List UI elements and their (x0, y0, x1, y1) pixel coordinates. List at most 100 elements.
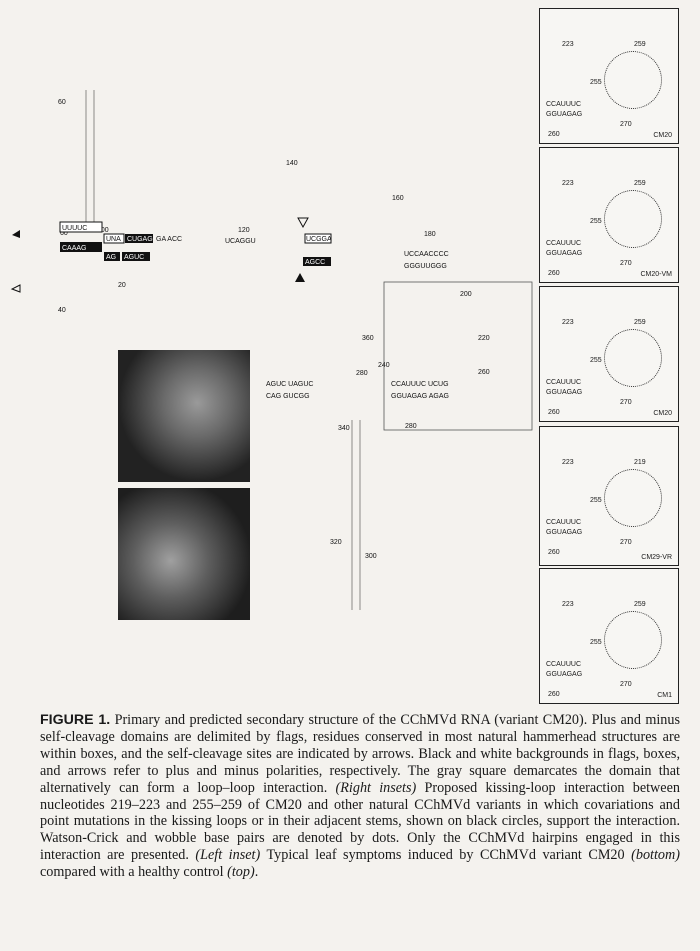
seg-2: CAAAG (62, 245, 87, 252)
caption-bottom: (bottom) (631, 847, 680, 864)
gray-square-domain (383, 281, 533, 431)
seg-7: AGUC (124, 254, 144, 261)
num-120: 120 (238, 227, 250, 234)
num-300: 300 (365, 553, 377, 560)
seg-15: AGUC UAGUC (266, 381, 313, 388)
box-4 (125, 234, 153, 243)
inset-num-c: 255 (590, 639, 602, 646)
caption-body4: compared with a healthy control (40, 864, 228, 881)
inset-num-d: 270 (620, 399, 632, 406)
caption-top: (top) (227, 864, 255, 881)
inset-seq-a: CCAUUUC (546, 519, 581, 526)
num-160: 160 (392, 195, 404, 202)
num-380: 280 (356, 370, 368, 377)
inset-num-a: 223 (562, 41, 574, 48)
inset-num-b: 259 (634, 41, 646, 48)
inset-num-c: 255 (590, 357, 602, 364)
box-3 (103, 233, 125, 244)
loop-circle (604, 190, 662, 248)
inset-num-e: 260 (548, 549, 560, 556)
seg-13: CCAUUUC UCUG (391, 381, 449, 388)
seg-5: GA ACC (156, 236, 182, 243)
inset-seq-b: GGUAGAG (546, 529, 583, 536)
inset-num-e: 260 (548, 409, 560, 416)
inset-label: CM20-VM (640, 271, 672, 278)
seg-10: AGCC (305, 259, 325, 266)
inset-num-d: 270 (620, 681, 632, 688)
inset-num-c: 255 (590, 497, 602, 504)
caption-body3: Typical leaf symptoms induced by CChMVd … (260, 847, 632, 864)
inset-seq-b: GGUAGAG (546, 111, 583, 118)
loop-circle (604, 51, 662, 109)
inset-seq-a: CCAUUUC (546, 661, 581, 668)
seg-16: CAG GUCGG (266, 393, 310, 400)
num-20: 20 (118, 282, 126, 289)
seg-12: GGGUUGGG (404, 263, 447, 270)
seg-3: UNA (106, 236, 121, 243)
inset-num-d: 270 (620, 539, 632, 546)
inset-seq-a: CCAUUUC (546, 101, 581, 108)
inset-label: CM1 (657, 692, 672, 699)
num-320: 320 (330, 539, 342, 546)
inset-num-a: 223 (562, 601, 574, 608)
inset-num-d: 270 (620, 260, 632, 267)
seg-14: GGUAGAG AGAG (391, 393, 449, 400)
caption-body: Primary and predicted secondary structur… (40, 712, 681, 796)
figure: 60 60 100 40 20 UUUUC CAAAG UNA CUGAG GA… (10, 8, 679, 704)
num-140: 140 (286, 160, 298, 167)
left-hairpin: 60 60 100 40 20 (58, 90, 126, 314)
caption-lead: FIGURE 1. (40, 712, 111, 728)
healthy-leaf-photo (118, 350, 250, 482)
caption-right-insets: (Right insets) (335, 779, 417, 796)
num-220: 220 (478, 335, 490, 342)
inset-num-b: 259 (634, 601, 646, 608)
num-340: 340 (338, 425, 350, 432)
inset-seq-b: GGUAGAG (546, 671, 583, 678)
caption-body2: Proposed kissing-loop interaction betwee… (40, 779, 680, 864)
num-280: 280 (405, 423, 417, 430)
num-200: 200 (460, 291, 472, 298)
plus-arrow-icon (295, 273, 305, 282)
caption-end: . (254, 864, 259, 881)
inset-num-b: 259 (634, 180, 646, 187)
num-360: 360 (362, 335, 374, 342)
num-40: 40 (58, 307, 66, 314)
num-180: 180 (424, 231, 436, 238)
inset-label: CM20 (653, 132, 672, 139)
inset-num-e: 260 (548, 691, 560, 698)
num-60b: 60 (60, 230, 68, 237)
num-60: 60 (58, 99, 66, 106)
seg-1: UUUUC (62, 225, 87, 232)
inset-num-e: 260 (548, 131, 560, 138)
inset-num-a: 223 (562, 319, 574, 326)
loop-circle (604, 469, 662, 527)
inset-label: CM20 (653, 410, 672, 417)
loop-circle (604, 329, 662, 387)
seg-4: CUGAG (127, 236, 153, 243)
inset-num-e: 260 (548, 270, 560, 277)
plus-flag-icon (12, 230, 20, 238)
right-branches: 140 160 180 UCCAACCCC GGGUUGGG 200 220 3… (286, 160, 490, 377)
figure-caption: FIGURE 1. Primary and predicted secondar… (40, 712, 680, 881)
inset-num-c: 255 (590, 79, 602, 86)
inset-seq-b: GGUAGAG (546, 389, 583, 396)
seg-9: UCGGA (306, 236, 332, 243)
inset-label: CM29-VR (641, 554, 672, 561)
inset-num-d: 270 (620, 121, 632, 128)
seg-6: AG (106, 254, 116, 261)
minus-arrow-icon (297, 217, 309, 229)
secondary-structure-diagram: 60 60 100 40 20 UUUUC CAAAG UNA CUGAG GA… (10, 90, 533, 610)
num-100: 100 (97, 227, 109, 234)
box-2 (60, 242, 102, 252)
inset-num-c: 255 (590, 218, 602, 225)
box-8 (303, 257, 331, 266)
infected-leaf-photo (118, 488, 250, 620)
inset-num-b: 259 (634, 319, 646, 326)
box-6 (122, 252, 150, 261)
loop-circle (604, 611, 662, 669)
inset-seq-a: CCAUUUC (546, 240, 581, 247)
caption-left-inset: (Left inset) (195, 847, 261, 864)
